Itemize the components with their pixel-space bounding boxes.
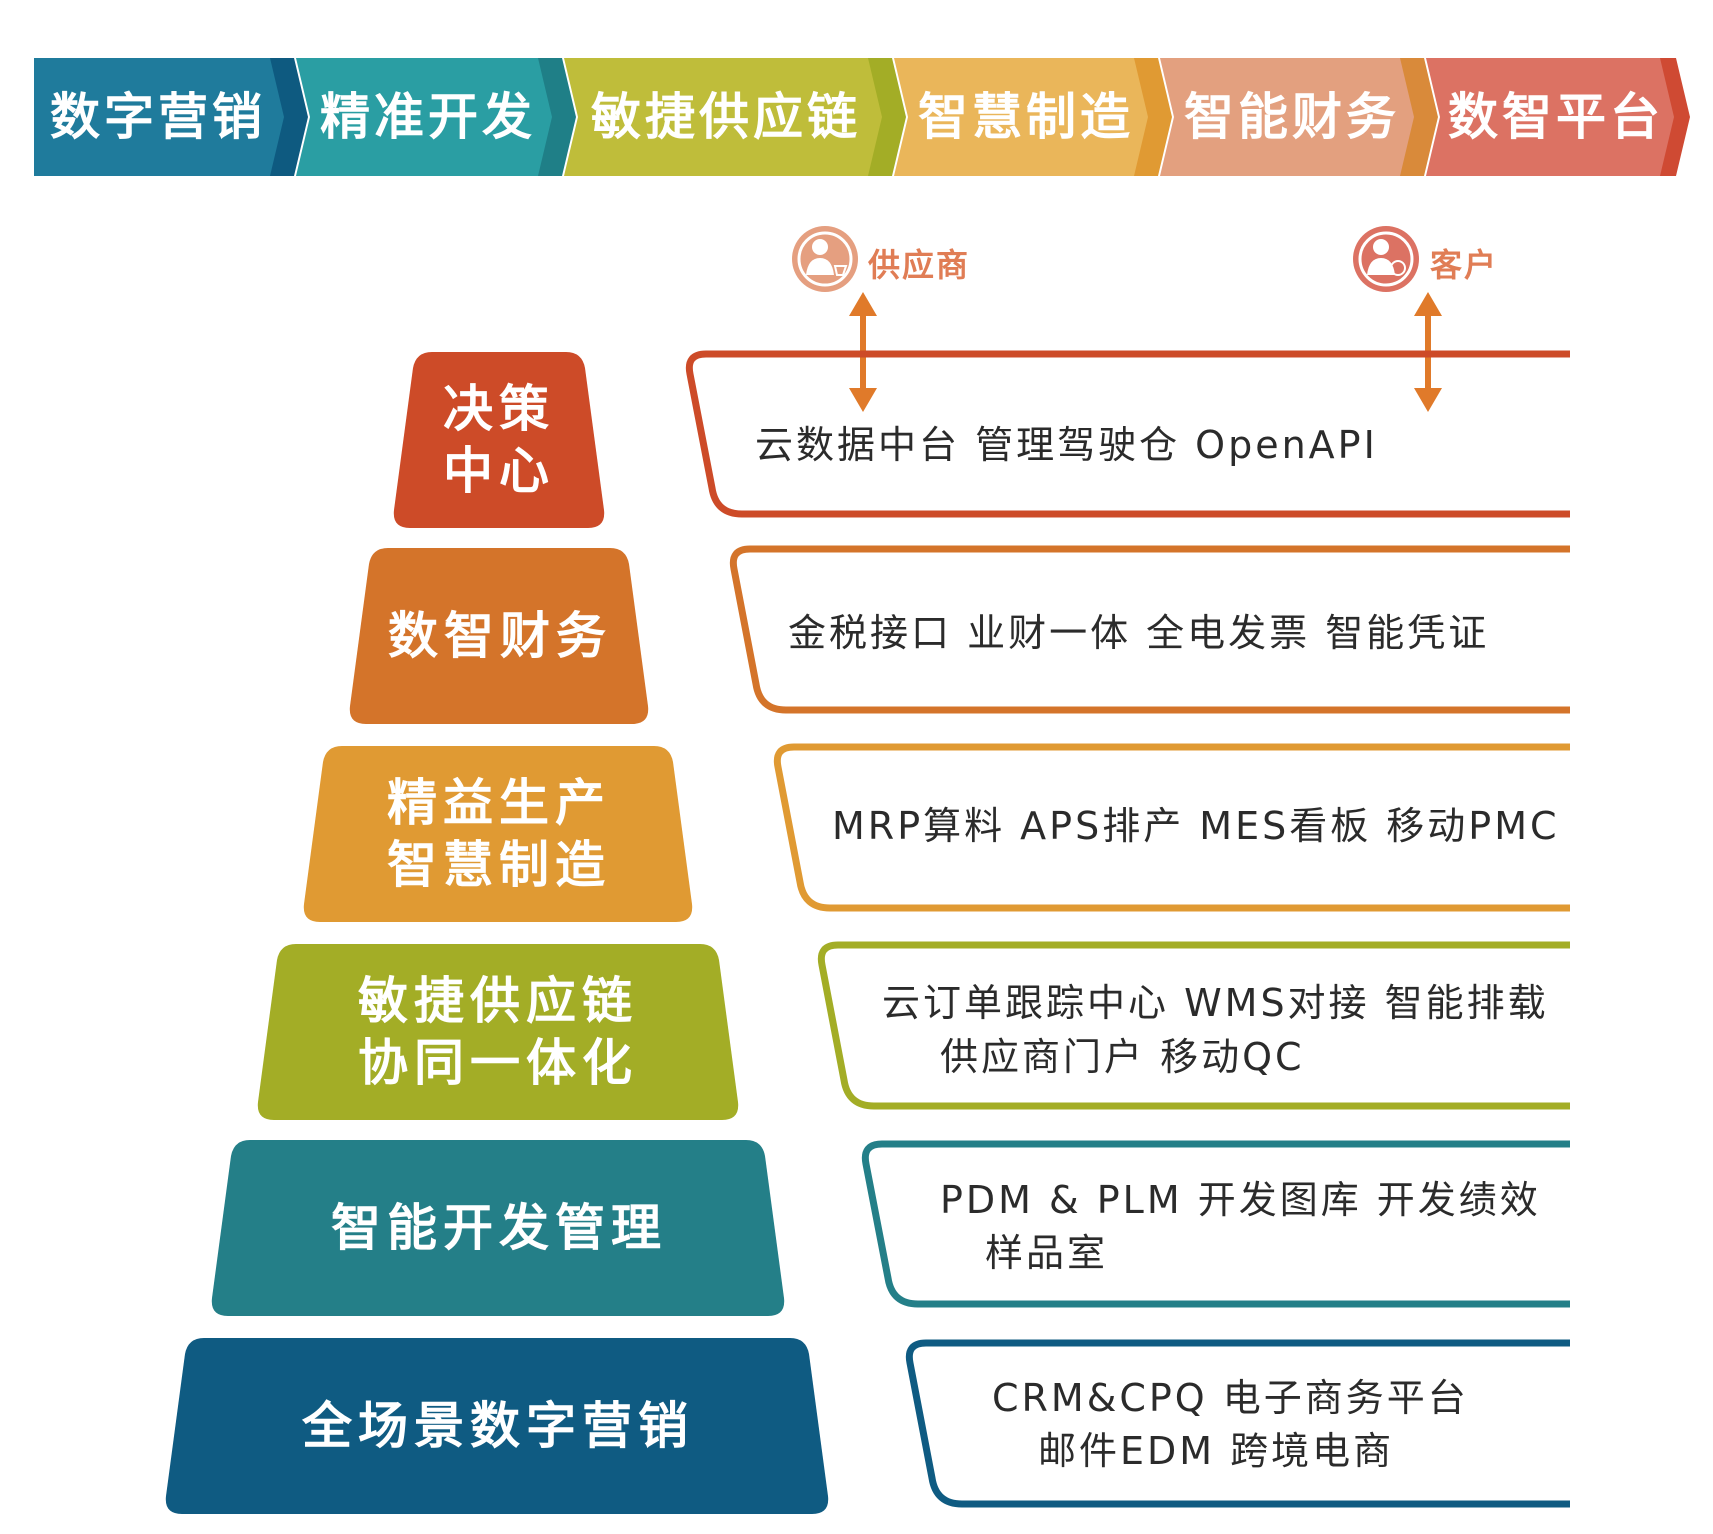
- flow-step-platform-shape: [1426, 58, 1688, 176]
- frame-supply-chain: [817, 941, 1570, 1110]
- tier-development-name: 智能开发管理: [212, 1197, 786, 1259]
- tier-supply-chain-line2: 协同一体化: [358, 1034, 638, 1092]
- flow-step-marketing-shape: [34, 58, 296, 176]
- tier-development-desc-line1: PDM & PLM 开发图库 开发绩效: [940, 1178, 1541, 1222]
- tier-decision-line2: 中心: [443, 442, 555, 500]
- flow-step-development: 精准开发: [320, 88, 536, 146]
- flow-step-finance-shape: [1160, 58, 1426, 176]
- tier-supply-chain-desc-line1: 云订单跟踪中心 WMS对接 智能排载: [882, 981, 1549, 1025]
- frame-marketing: [905, 1339, 1570, 1508]
- tier-marketing-desc-line2: 邮件EDM 跨境电商: [1038, 1429, 1395, 1473]
- tier-manufacturing-name: 精益生产 智慧制造: [304, 772, 694, 896]
- flow-step-development-tip: [538, 58, 576, 176]
- tier-finance-desc: 金税接口 业财一体 全电发票 智能凭证: [788, 611, 1490, 655]
- flow-step-supply-shape: [564, 58, 894, 176]
- description-frames: [685, 350, 1570, 1508]
- flow-step-marketing-tip: [270, 58, 308, 176]
- frame-finance: [729, 545, 1570, 714]
- tier-shape-development: [211, 1140, 785, 1316]
- tier-marketing-line1: 全场景数字营销: [302, 1397, 694, 1455]
- supplier-label: 供应商: [868, 246, 971, 284]
- flow-step-platform-tip: [1660, 58, 1690, 176]
- flow-step-platform: 数智平台: [1448, 88, 1664, 146]
- flow-step-development-shape: [296, 58, 564, 176]
- tier-shape-manufacturing: [303, 746, 693, 922]
- tier-manufacturing-line1: 精益生产: [387, 774, 611, 832]
- tier-manufacturing-desc: MRP算料 APS排产 MES看板 移动PMC: [832, 804, 1560, 848]
- tier-development-line1: 智能开发管理: [331, 1199, 667, 1257]
- supplier-person-icon: [792, 226, 858, 292]
- customer-person-icon: [1353, 226, 1419, 292]
- tier-marketing-desc-line1: CRM&CPQ 电子商务平台: [992, 1376, 1469, 1420]
- flow-step-manufacturing: 智慧制造: [918, 88, 1134, 146]
- tier-shape-marketing: [165, 1338, 829, 1514]
- tier-shape-decision: [393, 352, 605, 528]
- frame-manufacturing: [773, 743, 1570, 912]
- tier-decision-desc: 云数据中台 管理驾驶仓 OpenAPI: [755, 423, 1378, 467]
- flow-step-manufacturing-shape: [894, 58, 1160, 176]
- flow-step-supply-chain: 敏捷供应链: [591, 88, 861, 146]
- tier-decision-name: 决策 中心: [394, 378, 604, 502]
- tier-marketing-name: 全场景数字营销: [166, 1395, 830, 1457]
- flow-step-finance-tip: [1400, 58, 1438, 176]
- flow-step-finance: 智能财务: [1184, 88, 1400, 146]
- tier-shape-finance: [349, 548, 649, 724]
- tier-supply-chain-desc-line2: 供应商门户 移动QC: [940, 1035, 1305, 1079]
- top-flow-bar: [34, 58, 1690, 176]
- frame-decision: [685, 350, 1570, 518]
- tier-supply-chain-name: 敏捷供应链 协同一体化: [258, 970, 738, 1094]
- frame-development: [861, 1140, 1570, 1308]
- tier-development-desc-line2: 样品室: [985, 1231, 1109, 1275]
- pyramid: [165, 352, 829, 1514]
- tier-manufacturing-line2: 智慧制造: [387, 836, 611, 894]
- tier-supply-chain-line1: 敏捷供应链: [358, 972, 638, 1030]
- tier-shape-supply-chain: [257, 944, 739, 1120]
- tier-decision-line1: 决策: [443, 380, 555, 438]
- flow-step-supply-tip: [868, 58, 906, 176]
- tier-finance-name: 数智财务: [350, 605, 650, 667]
- flow-step-manufacturing-tip: [1134, 58, 1172, 176]
- tier-finance-line1: 数智财务: [388, 607, 612, 665]
- customer-label: 客户: [1430, 246, 1499, 284]
- flow-step-marketing: 数字营销: [50, 88, 266, 146]
